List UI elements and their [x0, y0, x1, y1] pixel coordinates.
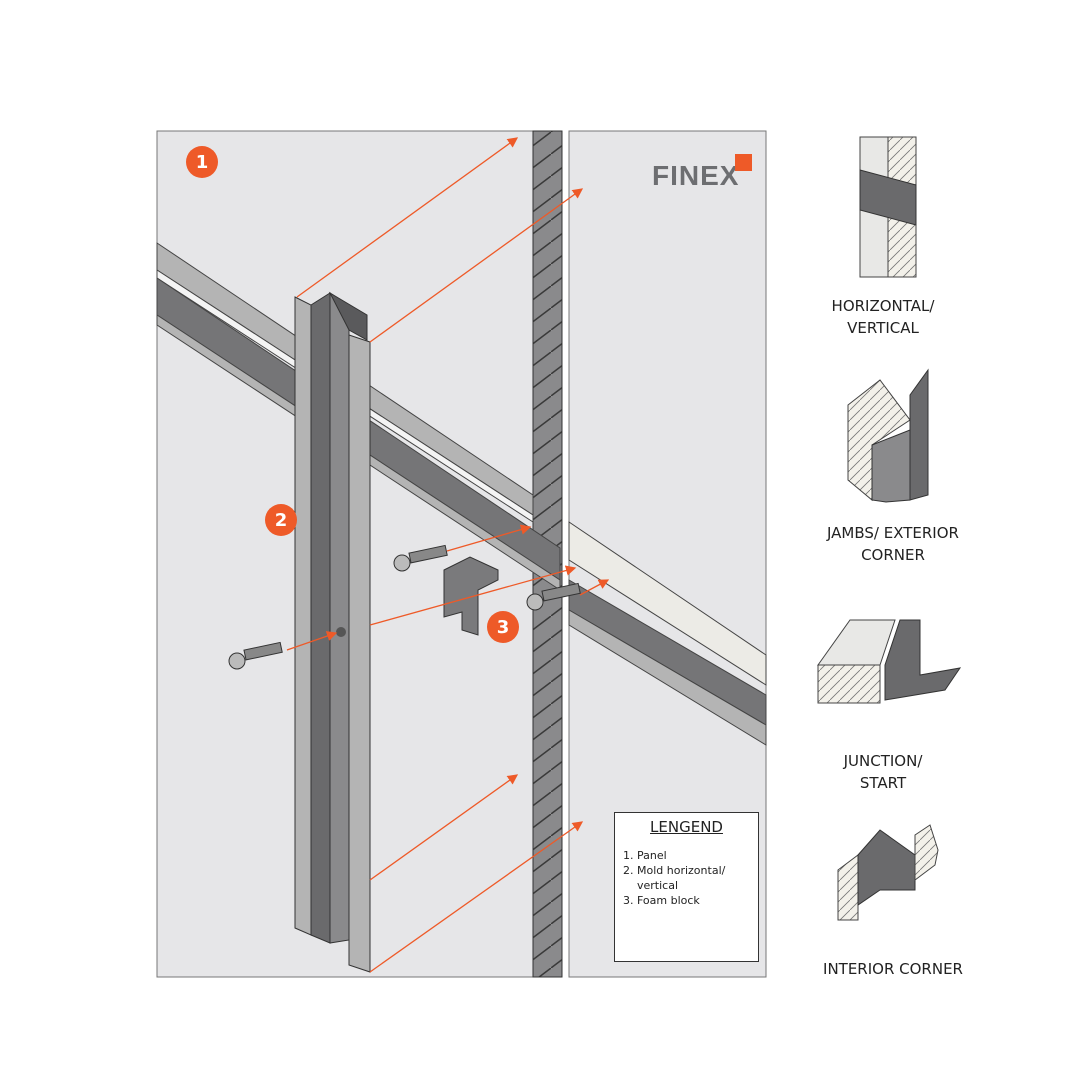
rail-right-top — [568, 521, 767, 686]
marker-2: 2 — [265, 504, 297, 536]
screw-2 — [526, 582, 581, 611]
profile-icon-interior-corner — [837, 824, 939, 921]
arrows — [286, 137, 610, 973]
screw-3 — [228, 641, 283, 670]
legend-item: Foam block — [637, 893, 758, 908]
profile-label: JUNCTION/ START — [843, 752, 923, 792]
marker-1: 1 — [186, 146, 218, 178]
legend-title: LENGEND — [650, 818, 723, 836]
logo-square-icon — [735, 154, 752, 171]
legend-item: Panel — [637, 848, 758, 863]
profile-icon-jambs — [847, 368, 929, 503]
legend-item: Mold horizontal/ vertical — [637, 863, 758, 893]
mold-vertical — [294, 296, 312, 936]
profile-label: HORIZONTAL/ VERTICAL — [831, 297, 935, 337]
finex-logo: FINEX — [652, 160, 740, 191]
foam-block — [443, 556, 499, 636]
profile-icon-junction — [817, 619, 962, 704]
legend-box: LENGEND Panel Mold horizontal/ vertical … — [614, 812, 759, 962]
marker-3: 3 — [487, 611, 519, 643]
profile-icon-horizontal-vertical — [859, 136, 917, 278]
profile-label: INTERIOR CORNER — [823, 960, 963, 978]
profile-label: JAMBS/ EXTERIOR CORNER — [827, 524, 959, 564]
screw-1 — [393, 544, 448, 572]
